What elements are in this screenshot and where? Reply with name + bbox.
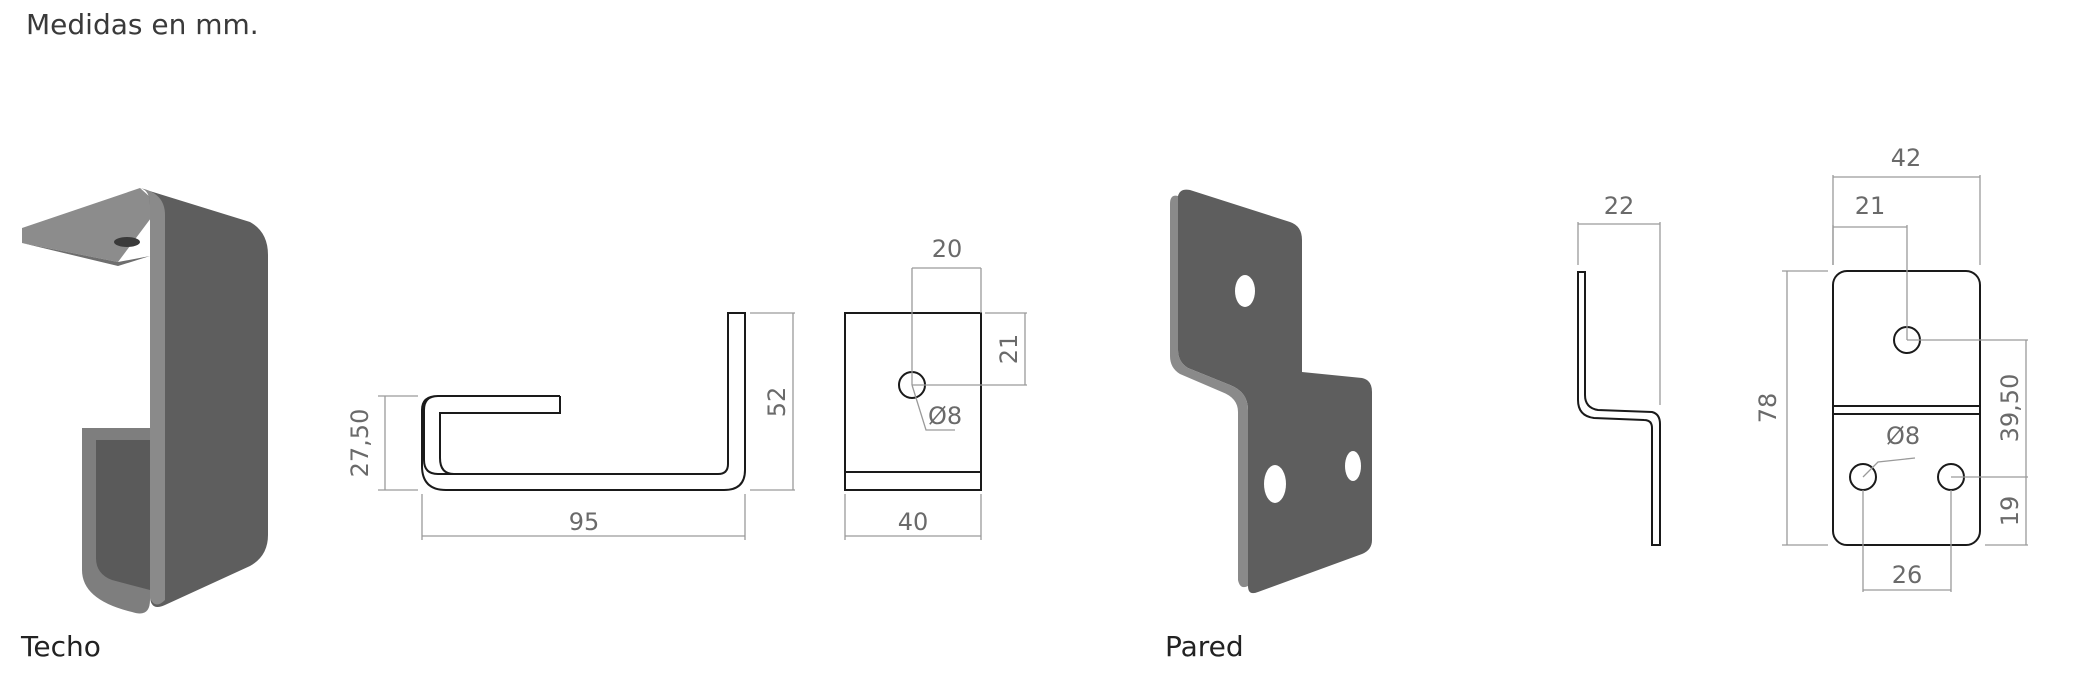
- dim-pared-front-hole-top-x: 21: [1855, 192, 1886, 220]
- wall-hole-bottom-right-icon: [1345, 451, 1361, 481]
- dim-pared-side-depth: 22: [1604, 192, 1635, 220]
- techo-front-dimensions: [844, 267, 1027, 540]
- dim-techo-front-width: 40: [898, 508, 929, 536]
- measurement-note: Medidas en mm.: [26, 8, 259, 41]
- dim-pared-front-width: 42: [1891, 144, 1922, 172]
- dim-techo-front-hole-diameter: Ø8: [928, 402, 962, 430]
- dim-pared-front-hole-top-y: 39,50: [1996, 374, 2024, 443]
- dim-techo-side-width: 95: [569, 508, 600, 536]
- caption-pared: Pared: [1165, 630, 1244, 663]
- pared-side-dimensions: [1577, 222, 1661, 405]
- pared-front-dimensions: [1782, 175, 2028, 592]
- dim-pared-front-hole-bottom-y: 19: [1996, 496, 2024, 527]
- techo-3d-bracket: [22, 188, 268, 614]
- pared-3d-bracket: [1170, 189, 1372, 594]
- dim-techo-side-height-left: 27,50: [346, 409, 374, 478]
- wall-hole-top-icon: [1235, 275, 1255, 307]
- techo-side-view: [421, 312, 746, 491]
- dim-pared-front-height: 78: [1754, 393, 1782, 424]
- wall-hole-bottom-left-icon: [1264, 465, 1286, 503]
- dim-techo-front-hole-x: 20: [932, 235, 963, 263]
- pared-side-view: [1577, 271, 1661, 546]
- dim-techo-front-hole-y: 21: [995, 334, 1023, 365]
- ceiling-hole-icon: [114, 237, 140, 247]
- dim-pared-front-hole-diameter: Ø8: [1886, 422, 1920, 450]
- dim-pared-front-hole-spacing: 26: [1892, 561, 1923, 589]
- caption-techo: Techo: [21, 630, 101, 663]
- dim-techo-side-height-right: 52: [763, 387, 791, 418]
- techo-side-dimensions: [378, 312, 795, 540]
